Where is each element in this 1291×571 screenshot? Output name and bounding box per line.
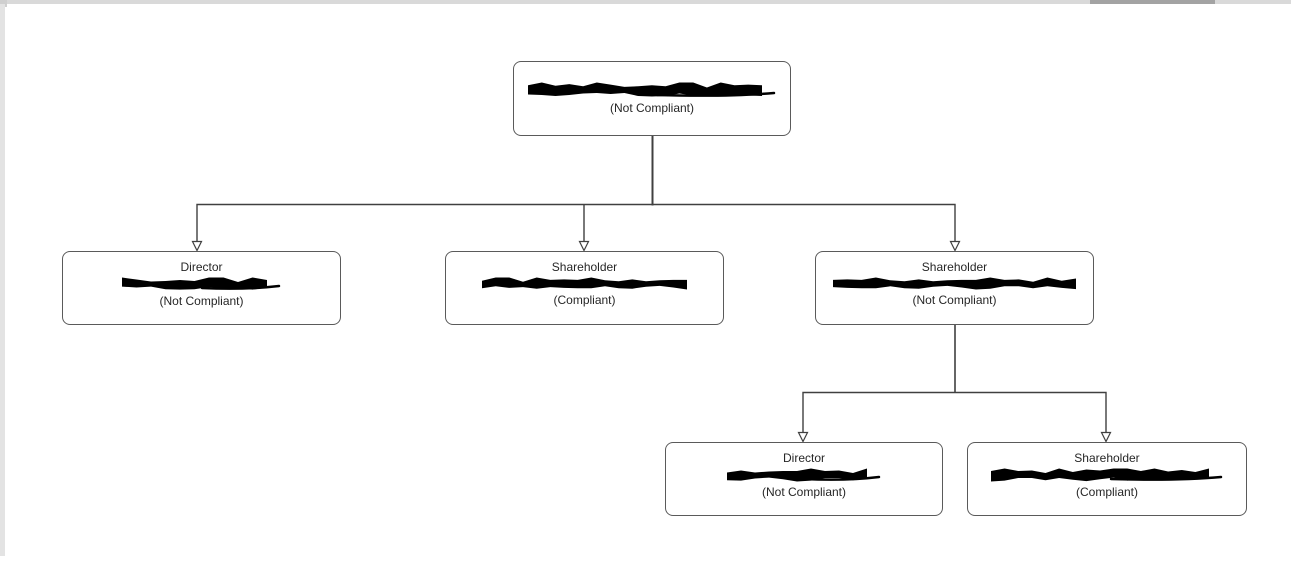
window-corner (0, 0, 7, 7)
node-status-label: (Not Compliant) (912, 293, 997, 307)
node-status-label: (Not Compliant) (761, 485, 847, 499)
redacted-name-scribble (991, 468, 1223, 482)
org-node-director-1[interactable]: Director (Not Compliant) (62, 251, 341, 325)
arrowhead-shareholder2 (949, 240, 961, 252)
redacted-name-scribble (528, 82, 776, 97)
node-role-label: Director (180, 260, 223, 274)
org-node-director-2[interactable]: Director (Not Compliant) (665, 442, 943, 516)
node-status-label: (Compliant) (1075, 485, 1138, 499)
arrowhead-director2 (797, 431, 809, 443)
org-node-shareholder-1[interactable]: Shareholder (Compliant) (445, 251, 724, 325)
redacted-name-scribble (122, 277, 281, 290)
node-role-label: Shareholder (551, 260, 618, 274)
org-node-shareholder-3[interactable]: Shareholder (Compliant) (967, 442, 1247, 516)
arrowhead-shareholder3 (1100, 431, 1112, 443)
org-node-shareholder-2[interactable]: Shareholder (Not Compliant) (815, 251, 1094, 325)
left-page-edge (0, 4, 5, 556)
node-role-label: Shareholder (921, 260, 988, 274)
redacted-name-scribble (482, 277, 687, 290)
node-status-label: (Not Compliant) (609, 100, 695, 115)
node-status-label: (Compliant) (553, 293, 616, 307)
edge-level1-rail (196, 203, 956, 242)
arrowhead-director1 (191, 240, 203, 252)
redacted-name-scribble (833, 277, 1076, 290)
node-status-label: (Not Compliant) (159, 294, 244, 308)
arrowhead-shareholder1 (578, 240, 590, 252)
edge-level2-rail (802, 391, 1107, 433)
node-role-label: Director (782, 451, 825, 465)
org-node-root[interactable]: (Not Compliant) (513, 61, 791, 136)
redacted-name-scribble (727, 468, 881, 482)
horizontal-scrollbar-track (0, 0, 1291, 4)
horizontal-scrollbar-thumb[interactable] (1090, 0, 1215, 4)
node-role-label: Shareholder (1074, 451, 1140, 465)
